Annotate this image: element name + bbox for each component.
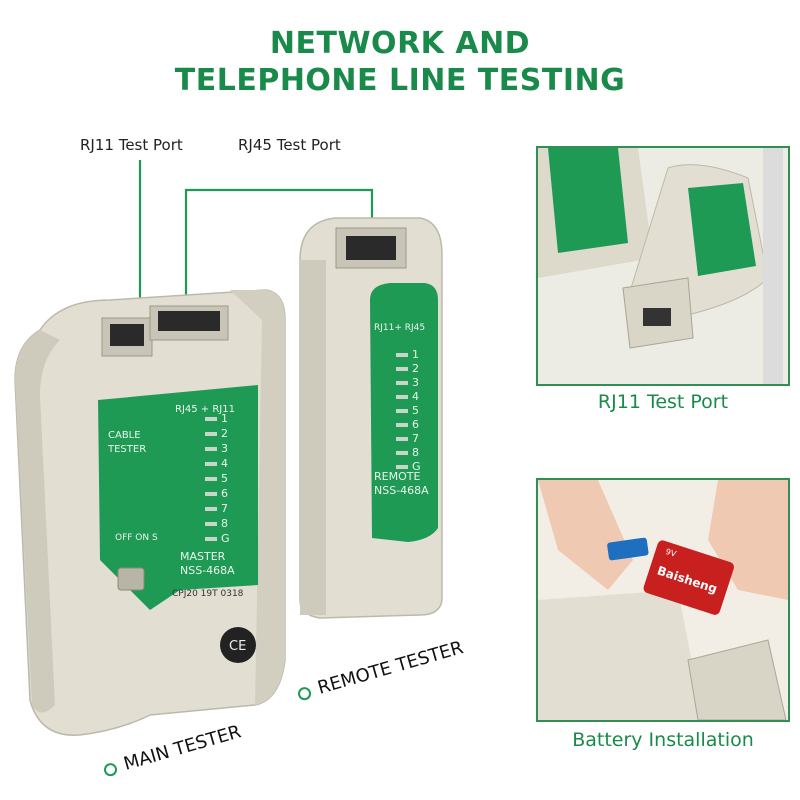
battery-photo: Baisheng 9V xyxy=(538,480,788,720)
battery-photo-panel: Baisheng 9V xyxy=(536,478,790,722)
rj11-port-photo-panel xyxy=(536,146,790,386)
remote-led-4 xyxy=(396,395,408,399)
remote-led-label: 1 xyxy=(412,348,419,361)
battery-icon xyxy=(643,540,735,615)
bottom-panel-caption: Battery Installation xyxy=(572,729,754,751)
main-led-G xyxy=(205,537,217,541)
remote-led-5 xyxy=(396,409,408,413)
main-led-8 xyxy=(205,522,217,526)
main-led-6 xyxy=(205,492,217,496)
main-led-label: 1 xyxy=(221,412,228,425)
battery-voltage: 9V xyxy=(664,547,677,559)
main-led-label: 8 xyxy=(221,517,228,530)
main-serial: CPJ20 19T 0318 xyxy=(172,589,244,599)
main-cable-text-2: TESTER xyxy=(107,444,146,455)
power-switch[interactable] xyxy=(117,567,145,591)
rj11-port-photo xyxy=(538,148,788,384)
ce-mark-badge xyxy=(220,627,256,663)
main-led-label: 7 xyxy=(221,502,228,515)
main-port-label: RJ45 + RJ11 xyxy=(175,404,235,415)
remote-led-7 xyxy=(396,437,408,441)
page-title-line-2: TELEPHONE LINE TESTING xyxy=(174,63,626,98)
remote-led-8 xyxy=(396,451,408,455)
remote-led-label: 5 xyxy=(412,404,419,417)
remote-led-6 xyxy=(396,423,408,427)
remote-tester-bullet-icon xyxy=(296,685,313,702)
main-model-2: NSS-468A xyxy=(180,564,235,577)
main-led-label: 2 xyxy=(221,427,228,440)
main-led-1 xyxy=(205,417,217,421)
main-tester-bullet-icon xyxy=(102,761,119,778)
remote-led-label: 4 xyxy=(412,390,419,403)
remote-led-label: 8 xyxy=(412,446,419,459)
remote-led-G xyxy=(396,465,408,469)
main-led-label: G xyxy=(221,532,230,545)
page-title-line-1: NETWORK AND xyxy=(269,26,531,61)
remote-led-label: 2 xyxy=(412,362,419,375)
main-switch-label: OFF ON S xyxy=(115,533,158,543)
main-led-2 xyxy=(205,432,217,436)
main-led-label: 4 xyxy=(221,457,228,470)
main-led-label: 6 xyxy=(221,487,228,500)
remote-model-1: REMOTE xyxy=(374,470,420,483)
callout-rj45-port: RJ45 Test Port xyxy=(238,136,341,154)
main-led-column: 1 2 3 4 5 6 7 8G xyxy=(205,412,230,545)
main-led-3 xyxy=(205,447,217,451)
remote-led-label: 7 xyxy=(412,432,419,445)
remote-led-2 xyxy=(396,367,408,371)
ce-mark: CE xyxy=(229,639,246,654)
main-led-label: 5 xyxy=(221,472,228,485)
main-tester: RJ45 + RJ11 CABLE TESTER OFF ON S MASTER… xyxy=(14,289,286,736)
remote-model-2: NSS-468A xyxy=(374,484,429,497)
remote-led-label: 3 xyxy=(412,376,419,389)
remote-led-label: G xyxy=(412,460,421,473)
callout-rj11-port: RJ11 Test Port xyxy=(80,136,183,154)
main-cable-text-1: CABLE xyxy=(108,430,141,441)
main-led-5 xyxy=(205,477,217,481)
remote-led-1 xyxy=(396,353,408,357)
remote-led-3 xyxy=(396,381,408,385)
top-panel-caption: RJ11 Test Port xyxy=(597,391,729,413)
remote-led-label: 6 xyxy=(412,418,419,431)
main-led-label: 3 xyxy=(221,442,228,455)
main-model-1: MASTER xyxy=(180,550,226,563)
remote-port-label: RJ11+ RJ45 xyxy=(374,323,425,333)
main-led-7 xyxy=(205,507,217,511)
main-led-4 xyxy=(205,462,217,466)
main-tester-label-panel xyxy=(98,385,258,610)
